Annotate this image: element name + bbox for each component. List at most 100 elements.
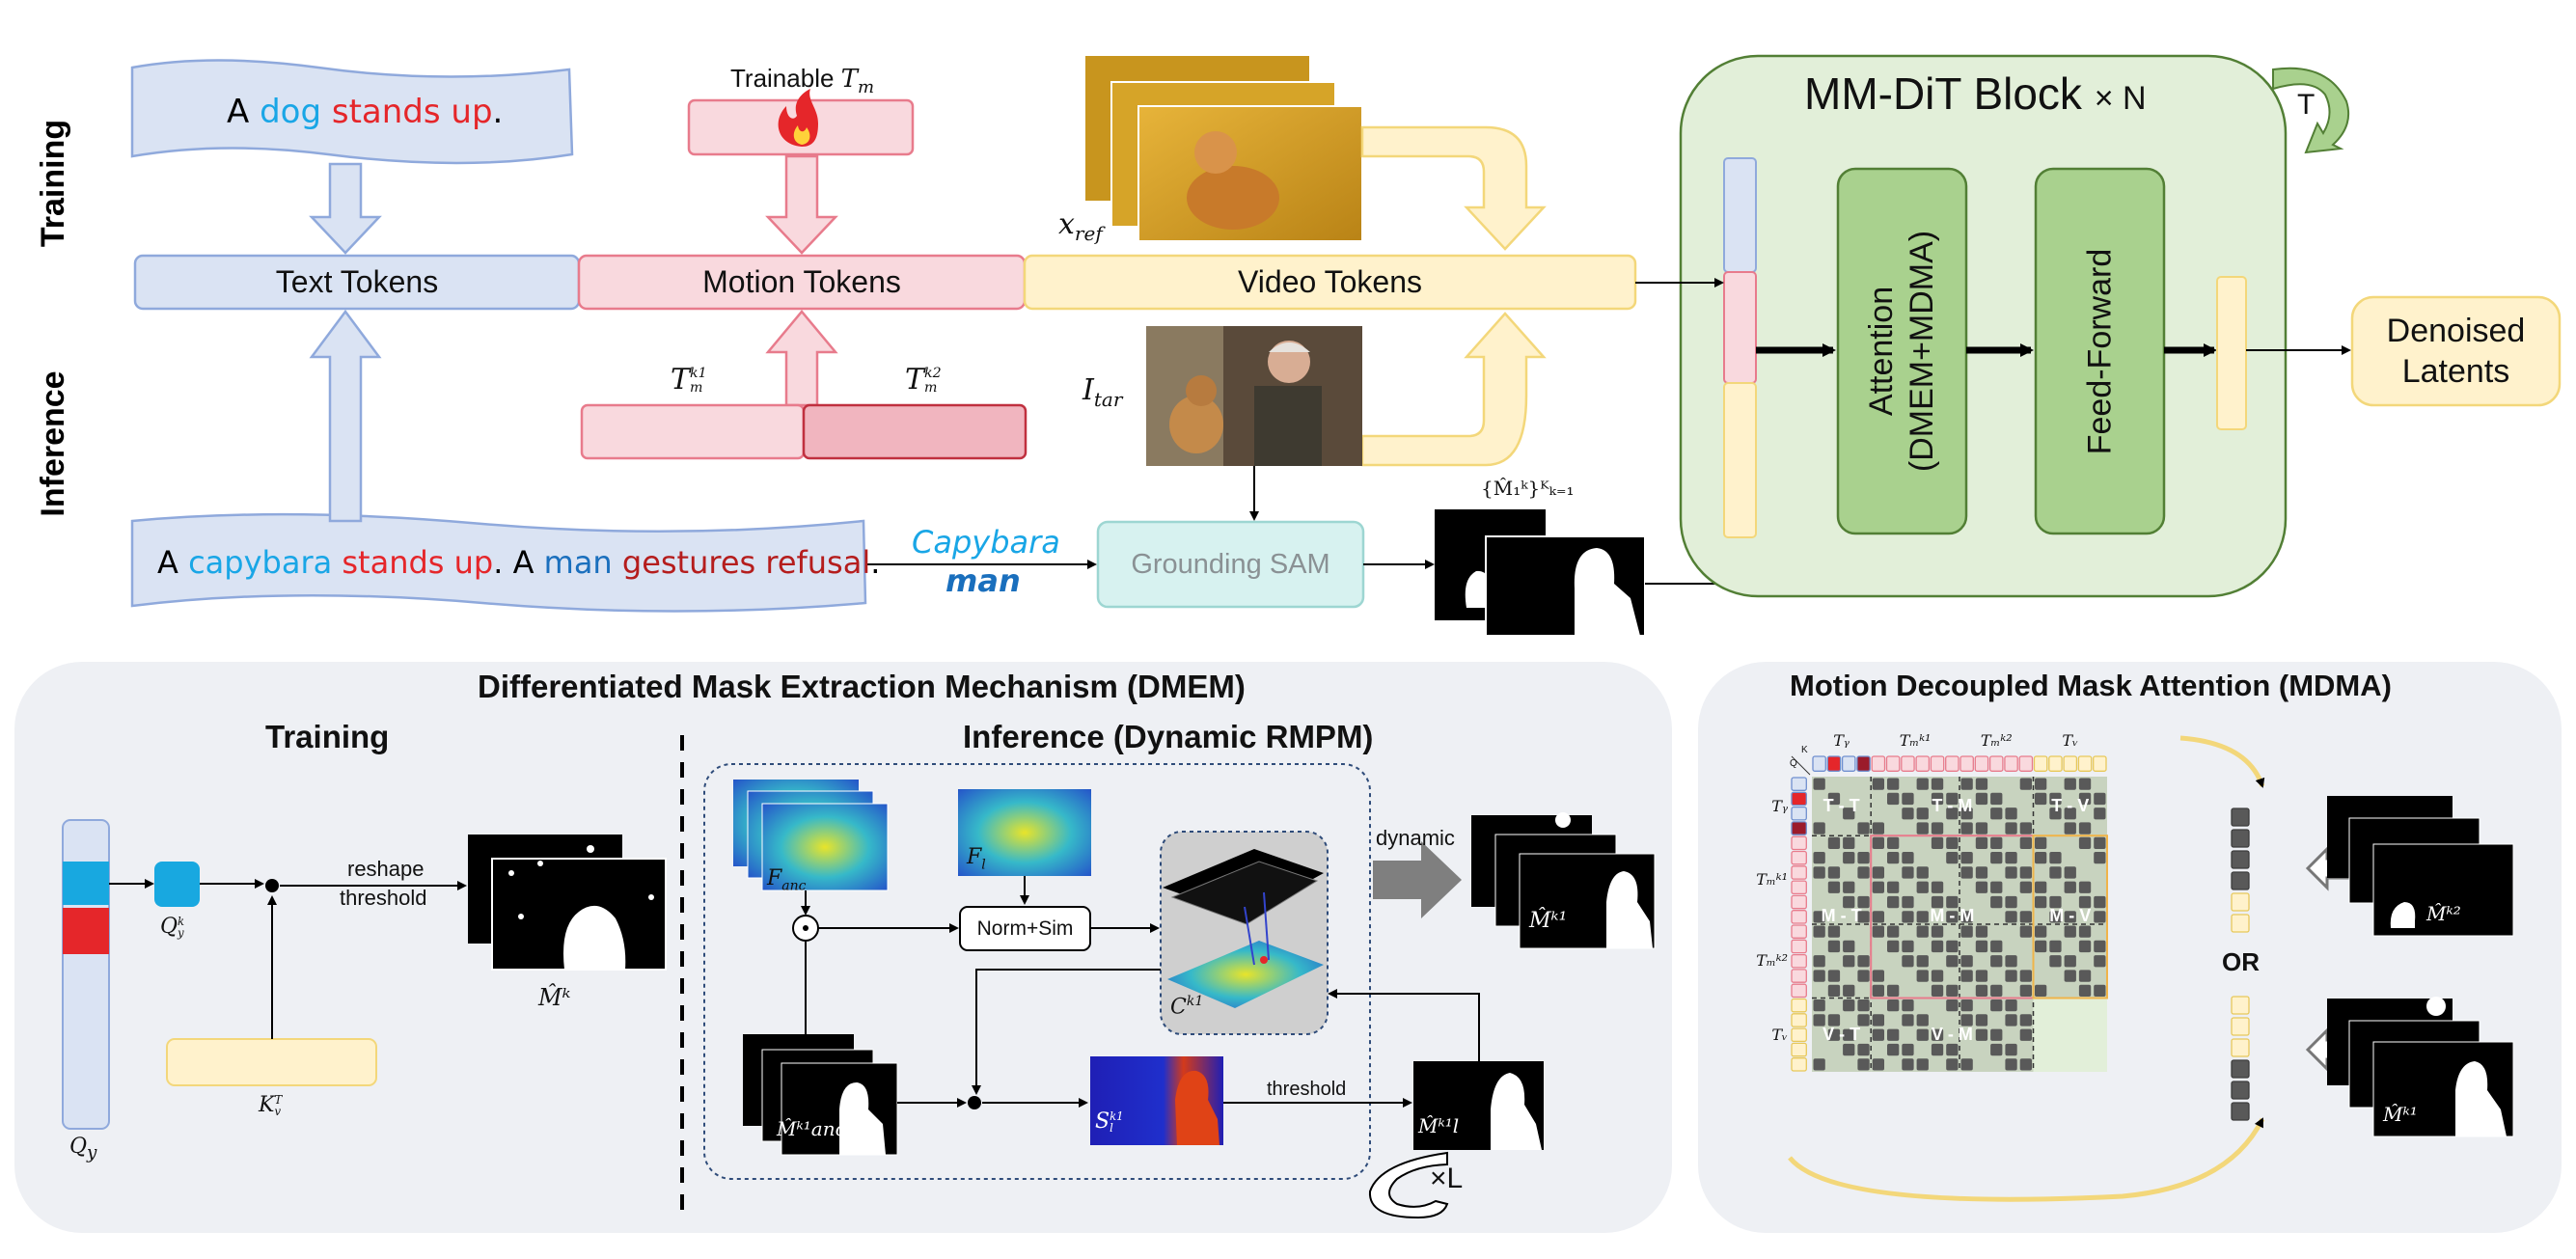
- norm-sim-label: Norm+Sim: [976, 917, 1074, 940]
- attn-cell: [1990, 999, 2003, 1012]
- attn-cell: [1931, 1028, 1944, 1041]
- attn-key-token: [2093, 755, 2107, 772]
- kvt-sym: K: [259, 1093, 275, 1117]
- attn-cell: [1813, 970, 1825, 982]
- attn-cell: [2005, 1043, 2017, 1056]
- f-anc-sym: F: [767, 866, 782, 890]
- attn-cell: [1960, 955, 1973, 968]
- mask-token: [2231, 1081, 2250, 1100]
- tm-k2-sub: m: [924, 380, 938, 396]
- mask-tokens-bottom: [2231, 996, 2250, 1121]
- attn-cell: [1813, 999, 1825, 1012]
- attn-cell: [1916, 881, 1929, 893]
- s-map-silhouette: [1175, 1070, 1219, 1145]
- train-motion-arrow: [765, 154, 838, 255]
- attn-cell: [2005, 895, 2017, 909]
- mask-token: [2231, 829, 2250, 848]
- attn-cell: [1813, 911, 1825, 923]
- f-l-label: Fl: [967, 845, 986, 872]
- attn-col-label: Tᵧ: [1833, 731, 1850, 750]
- attn-cell: [1931, 822, 1944, 835]
- attn-cell: [1843, 955, 1855, 968]
- attn-cell: [2094, 792, 2106, 806]
- infer-text-arrow: [309, 309, 382, 523]
- infer-sentence: A capybara stands up. A man gestures ref…: [157, 544, 880, 581]
- attn-cell: [1827, 866, 1841, 879]
- attn-cell: [2035, 925, 2047, 938]
- attn-block: [1871, 835, 1959, 924]
- attn-cell: [1916, 822, 1929, 835]
- attn-cell: [1975, 836, 1988, 849]
- ml-feedback: [1328, 989, 1480, 1061]
- attn-cell: [2005, 1058, 2017, 1071]
- infer-motion-arrow: [765, 310, 838, 407]
- attn-cell: [1843, 852, 1855, 864]
- attn-cell: [1990, 807, 2003, 820]
- x-ref-label: xref: [1058, 207, 1103, 245]
- attn-col-label: Tₘᵏ²: [1980, 731, 2013, 750]
- infer-sentence-banner: [130, 512, 867, 613]
- mask-token: [2231, 1017, 2250, 1036]
- attn-corner-q: Q: [1790, 758, 1797, 769]
- mmdit-title: MM-DiT Block × N: [1804, 68, 2147, 120]
- attn-cell: [1857, 1043, 1870, 1056]
- mask-token: [2231, 1059, 2250, 1079]
- attn-cell: [1975, 925, 1988, 938]
- attn-block: [1871, 777, 1959, 836]
- mmdit-title-text: MM-DiT Block: [1804, 68, 2082, 119]
- attn-cell: [1990, 836, 2003, 849]
- attn-cell: [2019, 836, 2032, 849]
- attn-cell: [1813, 778, 1825, 790]
- attn-cell: [1990, 984, 2003, 997]
- attn-block: [1871, 998, 1959, 1072]
- infer-sentence-v2: gestures refusal: [621, 544, 871, 581]
- infer-sentence-v1: stands up: [342, 544, 494, 581]
- mmdit-token-blue: [1723, 157, 1757, 273]
- attn-cell: [1872, 984, 1884, 997]
- attn-cell: [2064, 955, 2076, 968]
- attn-cell: [2019, 778, 2032, 790]
- attn-key-token: [2077, 755, 2093, 772]
- attn-cell: [1887, 852, 1900, 864]
- train-sentence-verb: stands up: [331, 93, 493, 131]
- mask-token: [2231, 807, 2250, 827]
- attn-cell: [1857, 852, 1870, 864]
- attn-cell: [1813, 1058, 1825, 1071]
- infer-sentence-sp1: [332, 544, 342, 581]
- attn-cell: [1931, 881, 1944, 893]
- xref-to-video-arrow: [1360, 125, 1547, 251]
- attn-cell: [1902, 1043, 1914, 1056]
- attn-cell: [1813, 955, 1825, 968]
- attn-cell: [2064, 970, 2076, 982]
- attn-cell: [2035, 984, 2047, 997]
- dmem-inference-title: Inference (Dynamic RMPM): [963, 719, 1374, 754]
- attn-cell: [1827, 970, 1841, 982]
- attn-key-token: [1885, 755, 1901, 772]
- attn-cell: [2064, 925, 2076, 938]
- attn-cell: [1827, 984, 1841, 997]
- itar-to-video-arrow: [1360, 312, 1547, 467]
- attn-cell: [2049, 895, 2062, 909]
- attn-block: [2033, 835, 2107, 924]
- attn-cell: [1931, 895, 1944, 909]
- attn-cell: [1990, 792, 2003, 806]
- attn-cell: [2094, 836, 2106, 849]
- attn-key-token: [1871, 755, 1886, 772]
- attn-query-token: [1791, 1057, 1807, 1072]
- qy-bar-red: [63, 908, 109, 954]
- rmpm-frame: [703, 763, 1371, 1180]
- qy-label: Qy: [69, 1135, 96, 1163]
- attn-cell: [1975, 940, 1988, 953]
- attn-cell: [2094, 984, 2106, 997]
- attn-query-token: [1791, 969, 1807, 983]
- mmdit-token-yellow: [1723, 382, 1757, 538]
- attn-cell: [1813, 925, 1825, 938]
- denoised-latents-box: [2350, 295, 2562, 407]
- attn-query-token: [1791, 910, 1807, 924]
- attn-cell: [2035, 852, 2047, 864]
- attn-cell: [1960, 778, 1973, 790]
- attn-cell: [1813, 866, 1825, 879]
- attn-cell: [2049, 807, 2062, 820]
- denoised-line1: Denoised: [2386, 313, 2526, 349]
